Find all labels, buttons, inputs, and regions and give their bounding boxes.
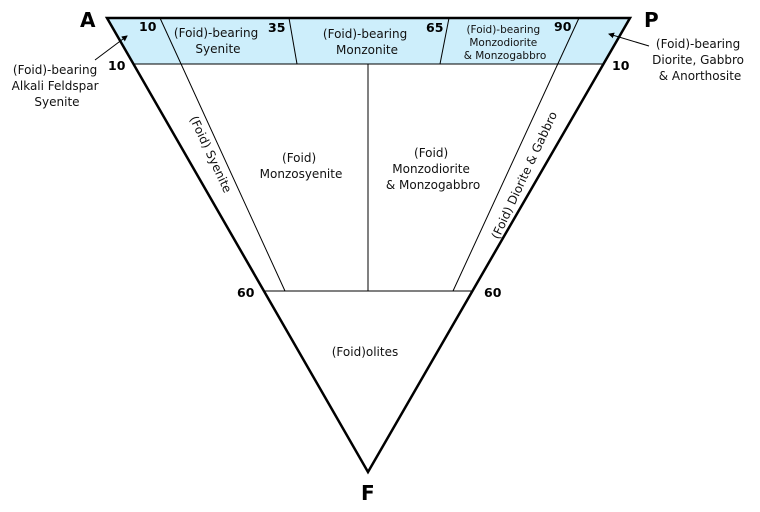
field-foid-bearing-monzodiorite: (Foid)-bearing Monzodiorite & Monzogabbr… xyxy=(464,24,547,62)
tick-top-10: 10 xyxy=(139,19,157,34)
tick-left-60: 60 xyxy=(237,285,255,300)
triangle-outline xyxy=(104,16,633,475)
divider-35 xyxy=(288,17,298,65)
tick-top-35: 35 xyxy=(268,20,285,35)
field-foid-bearing-syenite: (Foid)-bearing Syenite xyxy=(174,26,262,56)
callout-arrow-right xyxy=(608,32,650,47)
field-foid-bearing-monzonite: (Foid)-bearing Monzonite xyxy=(323,27,411,57)
tick-left-10: 10 xyxy=(108,58,126,73)
field-foid-monzodiorite: (Foid) Monzodiorite & Monzogabbro xyxy=(386,146,480,192)
field-foid-syenite: (Foid) Syenite xyxy=(187,114,235,195)
divider-65 xyxy=(439,17,450,65)
vertex-f: F xyxy=(361,481,375,505)
tick-right-10: 10 xyxy=(612,58,630,73)
field-foidolites: (Foid)olites xyxy=(332,345,398,359)
foid-bearing-band xyxy=(107,18,630,64)
tick-right-60: 60 xyxy=(484,285,502,300)
field-foid-monzosyenite: (Foid) Monzosyenite xyxy=(260,151,343,181)
tick-top-90: 90 xyxy=(554,19,572,34)
callout-diorite-gabbro-anorthosite: (Foid)-bearing Diorite, Gabbro & Anortho… xyxy=(652,37,748,83)
field-foid-diorite-gabbro: (Foid) Diorite & Gabbro xyxy=(489,109,560,241)
vertex-a: A xyxy=(80,8,96,32)
tick-top-65: 65 xyxy=(426,20,443,35)
vertex-p: P xyxy=(644,8,659,32)
callout-arrow-left xyxy=(94,35,128,61)
callout-alkali-feldspar-syenite: (Foid)-bearing Alkali Feldspar Syenite xyxy=(12,63,103,109)
